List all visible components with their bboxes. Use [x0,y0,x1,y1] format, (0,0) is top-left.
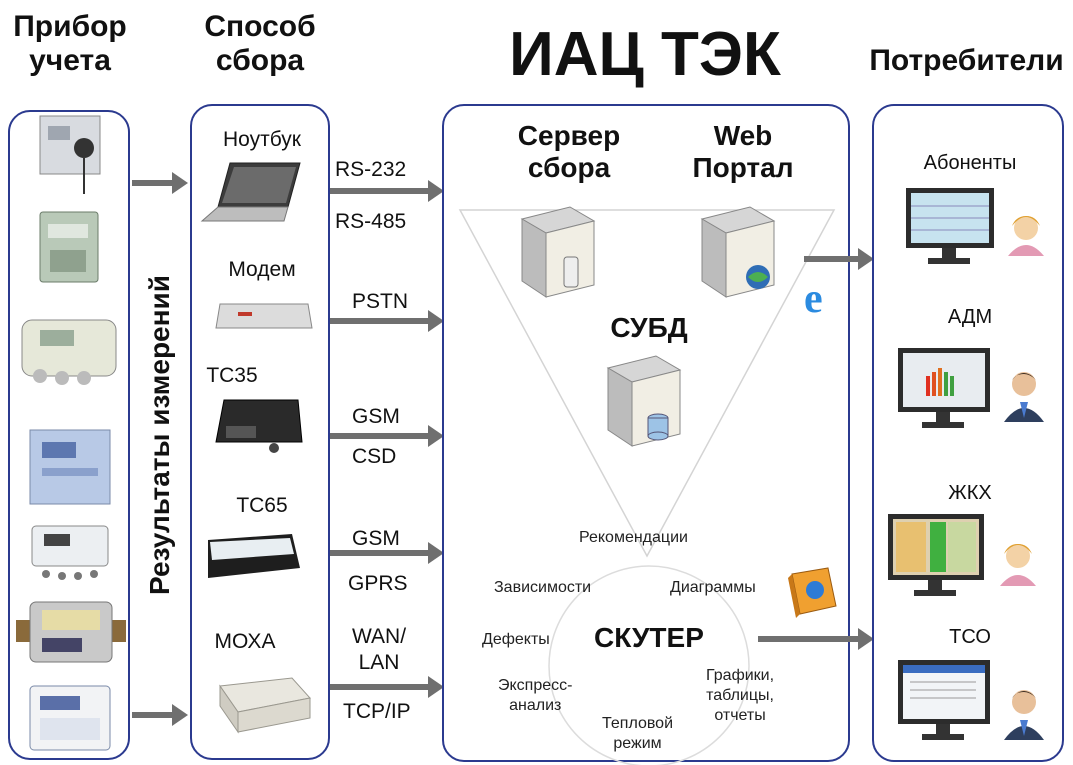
laptop-icon [200,162,301,222]
tso-monitor-icon [898,660,1044,740]
moxa-converter-icon [219,677,311,734]
channel-4-bottom: TCP/IP [343,700,411,723]
device-label-moxa: МОХА [214,630,276,653]
channel-3-top: GSM [352,527,400,550]
meters-panel [8,110,130,760]
tc35-modem-icon [215,399,303,453]
device-label-tc65: ТС65 [236,494,288,517]
arrow-skuter-to-consumers [758,628,874,650]
svg-text:e: e [804,276,823,322]
feature-defects: Дефекты [482,631,550,648]
dbms-server-icon [606,355,682,447]
arrow-channel-2 [330,425,444,447]
feature-thermal-mode: Тепловой режим [602,715,674,752]
internet-explorer-icon: e [804,276,823,322]
subscribers-monitor-icon [906,188,1044,264]
channel-4-top: WAN/ LAN [352,625,407,674]
funnel-triangle [458,209,836,765]
channel-2-bottom: CSD [352,445,397,468]
meter-device-6 [16,601,126,663]
feature-graphs-tables-reports: Графики, таблицы, отчеты [706,667,775,724]
collect-server-icon [520,206,596,298]
collect-server-title: Сервер сбора [517,120,621,183]
header-center-title: ИАЦ ТЭК [509,20,781,89]
arrow-meters-to-collection-bottom [132,704,188,726]
measurements-label: Результаты измерений [144,275,175,595]
arrow-channel-4 [330,676,444,698]
header-consumers: Потребители [869,44,1064,77]
web-server-icon [700,206,776,298]
meter-device-5 [31,525,109,580]
channel-0-bottom: RS-485 [335,210,407,233]
meter-device-7 [29,685,111,751]
feature-diagrams: Диаграммы [670,579,756,596]
dbms-title: СУБД [610,312,688,343]
arrow-channel-3 [330,542,444,564]
arrow-channel-0 [330,180,444,202]
housing-monitor-icon [888,514,1036,596]
device-label-modem: Модем [228,258,296,281]
consumer-label-adm: АДМ [947,306,993,328]
arrow-channel-1 [330,310,444,332]
channel-1-top: PSTN [352,290,409,313]
collection-panel: Ноутбук Модем ТС35 ТС65 МОХА [190,104,330,760]
meter-device-4 [29,429,111,505]
feature-express-analysis: Экспресс- анализ [498,677,573,714]
meter-device-3 [21,319,117,385]
header-meter: Прибор учета [13,10,127,77]
channel-0-top: RS-232 [335,158,407,181]
consumer-label-tso: ТСО [949,626,991,648]
web-portal-title: Web Портал [692,120,794,183]
arrow-meters-to-collection-top [132,172,188,194]
consumers-panel: Абоненты АДМ ЖКХ ТСО [872,104,1064,762]
skuter-title: СКУТЕР [594,622,704,653]
device-label-laptop: Ноутбук [223,128,301,151]
adm-monitor-icon [898,348,1044,428]
feature-recommendations: Рекомендации [579,529,688,546]
modem-icon [215,303,313,329]
consumer-label-housing: ЖКХ [948,482,992,504]
channel-3-bottom: GPRS [348,572,408,595]
arrow-portal-to-consumers [804,248,874,270]
device-label-tc35: ТС35 [206,364,258,387]
header-collection: Способ сбора [204,10,316,77]
tc65-modem-icon [208,534,300,578]
center-panel: Сервер сбора Web Портал e СУБД Рекоменда… [442,104,850,765]
feature-dependencies: Зависимости [494,579,592,596]
channel-2-top: GSM [352,405,400,428]
meter-device-1 [39,115,101,194]
consumer-label-subscribers: Абоненты [923,152,1017,174]
book-icon [788,567,837,618]
meter-device-2 [39,211,99,283]
